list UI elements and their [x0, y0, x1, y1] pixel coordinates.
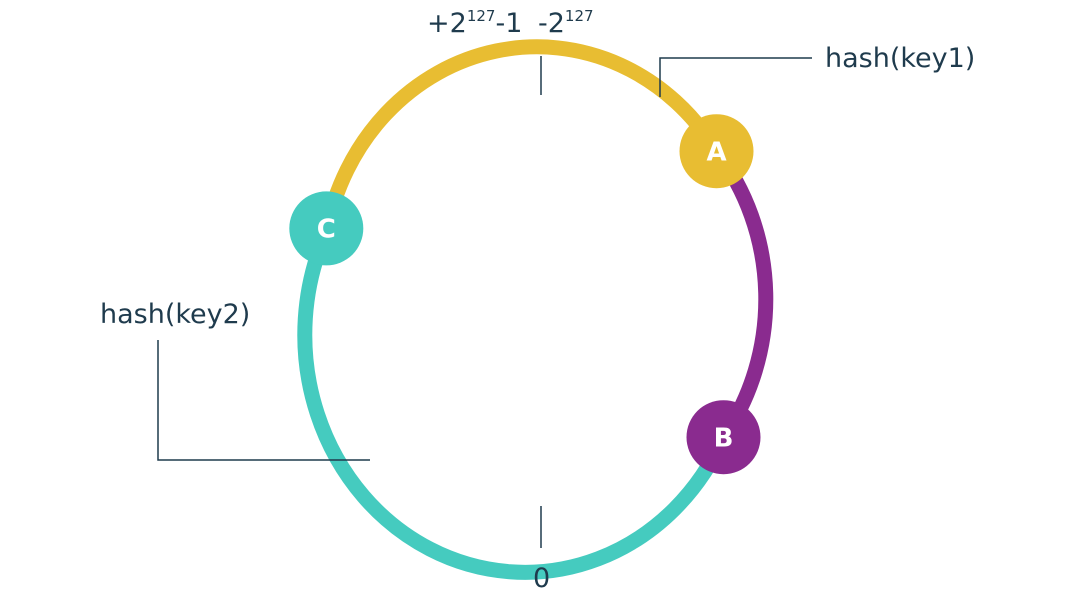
ring-arc-teal — [297, 229, 731, 580]
key2-leader-line — [157, 340, 370, 461]
node-b: B — [686, 400, 761, 475]
node-c: C — [289, 191, 364, 266]
node-a: A — [679, 114, 754, 189]
ring-arc-purple — [710, 146, 774, 442]
ring-min-label: -2127 — [538, 7, 594, 39]
ring-arc-yellow — [318, 39, 723, 234]
node-c-circle — [289, 191, 364, 266]
ring-max-suffix: -1 — [495, 8, 523, 39]
ring-min-prefix: -2 — [538, 8, 565, 39]
node-b-label: B — [714, 424, 734, 454]
key1-leader-line — [659, 57, 812, 97]
ring-max-label: +2127-1 — [427, 7, 523, 39]
ring-max-prefix: +2 — [427, 8, 467, 39]
key2-label: hash(key2) — [100, 299, 251, 330]
node-c-label: C — [317, 215, 336, 245]
node-a-label: A — [706, 138, 726, 168]
ring-max-exponent: 127 — [466, 7, 496, 25]
ring-min-exponent: 127 — [564, 7, 594, 25]
key1-label: hash(key1) — [825, 43, 976, 74]
node-a-circle — [679, 114, 754, 189]
node-b-circle — [686, 400, 761, 475]
ring-zero-label: 0 — [533, 563, 551, 594]
